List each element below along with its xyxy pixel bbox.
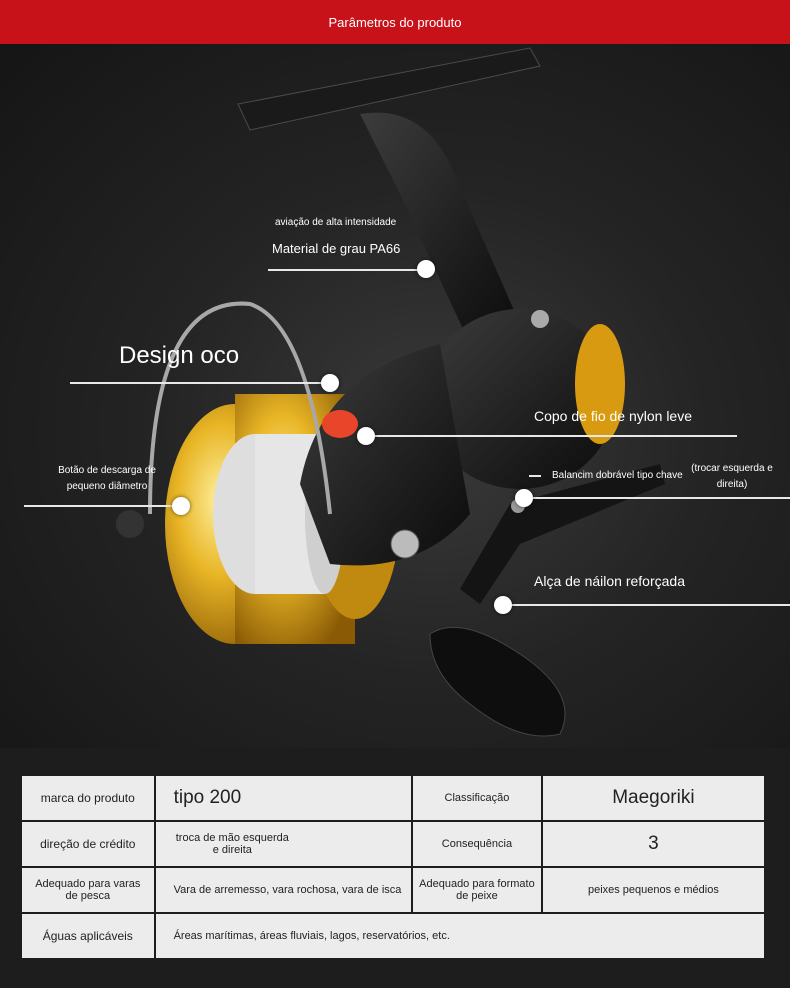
param-key: direção de crédito	[22, 822, 154, 866]
callout-handle: Alça de náilon reforçada	[534, 573, 685, 589]
param-key: marca do produto	[22, 776, 154, 820]
callout-material: Material de grau PA66	[272, 241, 401, 256]
param-value: Vara de arremesso, vara rochosa, vara de…	[155, 868, 412, 912]
page-title: Parâmetros do produto	[328, 14, 462, 30]
param-value: Maegoriki	[542, 776, 764, 820]
callout-handle-dot	[494, 596, 512, 614]
callout-material-line	[268, 269, 426, 271]
callout-button-dot	[172, 497, 190, 515]
param-key: Águas aplicáveis	[22, 914, 154, 958]
parameters-table: marca do produto tipo 200 Classificação …	[20, 774, 766, 960]
callout-button: Botão de descarga de pequeno diâmetro	[58, 465, 156, 492]
callout-material-dot	[417, 260, 435, 278]
callout-design-line	[70, 382, 330, 384]
table-row: Adequado para varas de pesca Vara de arr…	[22, 868, 764, 912]
param-value: tipo 200	[155, 776, 412, 820]
param-value: peixes pequenos e médios	[542, 868, 764, 912]
table-row: direção de crédito troca de mão esquerda…	[22, 822, 764, 866]
callout-handle-line	[503, 604, 790, 606]
callout-material-sub: aviação de alta intensidade	[275, 217, 397, 228]
callout-rocker: Balancim dobrável tipo chave	[552, 470, 683, 481]
page-header: Parâmetros do produto	[0, 0, 790, 44]
product-photo: aviação de alta intensidade Material de …	[0, 44, 790, 748]
param-value: 3	[542, 822, 764, 866]
callout-cup: Copo de fio de nylon leve	[534, 408, 692, 424]
param-value: Áreas marítimas, áreas fluviais, lagos, …	[155, 914, 764, 958]
callout-button-line	[24, 505, 181, 507]
param-key: Consequência	[413, 822, 541, 866]
param-key: Adequado para formato de peixe	[413, 868, 541, 912]
param-key: Adequado para varas de pesca	[22, 868, 154, 912]
param-value: troca de mão esquerda e direita	[155, 822, 412, 866]
callout-rocker-dot	[515, 489, 533, 507]
fishing-reel-illustration	[116, 47, 665, 737]
param-key: Classificação	[413, 776, 541, 820]
callout-design: Design oco	[119, 342, 240, 369]
callout-rocker-tick	[529, 475, 541, 477]
table-row: Águas aplicáveis Áreas marítimas, áreas …	[22, 914, 764, 958]
callout-swap: (trocar esquerda e direita)	[691, 463, 773, 490]
callout-cup-dot	[357, 427, 375, 445]
callout-design-dot	[321, 374, 339, 392]
table-row: marca do produto tipo 200 Classificação …	[22, 776, 764, 820]
callout-rocker-line	[524, 497, 790, 499]
callout-cup-line	[366, 435, 737, 437]
